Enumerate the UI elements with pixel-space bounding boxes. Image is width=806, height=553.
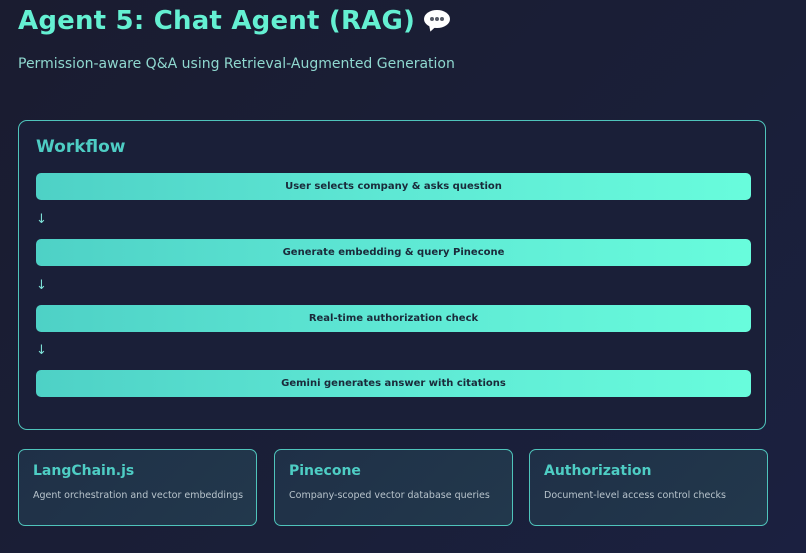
page-title: Agent 5: Chat Agent (RAG) [18,6,451,36]
workflow-step-label: Generate embedding & query Pinecone [282,247,505,258]
down-arrow-icon: ↓ [36,212,47,227]
feature-card-pinecone: Pinecone Company-scoped vector database … [274,449,513,526]
workflow-step-label: Real-time authorization check [308,313,479,324]
workflow-step-label: Gemini generates answer with citations [281,378,506,389]
workflow-title: Workflow [36,137,126,157]
feature-card-authorization: Authorization Document-level access cont… [529,449,768,526]
page-subtitle: Permission-aware Q&A using Retrieval-Aug… [18,56,455,72]
page-title-text: Agent 5: Chat Agent (RAG) [18,6,416,36]
workflow-step-4: Gemini generates answer with citations [36,370,751,397]
down-arrow-icon: ↓ [36,343,47,358]
workflow-step-2: Generate embedding & query Pinecone [36,239,751,266]
feature-card-langchain: LangChain.js Agent orchestration and vec… [18,449,257,526]
speech-bubble-icon [423,8,451,34]
workflow-card: Workflow User selects company & asks que… [18,120,766,430]
feature-title: Pinecone [289,463,361,479]
feature-description: Agent orchestration and vector embedding… [33,490,244,501]
down-arrow-icon: ↓ [36,278,47,293]
feature-description: Document-level access control checks [544,490,726,501]
feature-description: Company-scoped vector database queries [289,490,490,501]
feature-title: LangChain.js [33,463,135,479]
workflow-step-1: User selects company & asks question [36,173,751,200]
workflow-step-3: Real-time authorization check [36,305,751,332]
feature-title: Authorization [544,463,652,479]
workflow-step-label: User selects company & asks question [285,181,502,192]
